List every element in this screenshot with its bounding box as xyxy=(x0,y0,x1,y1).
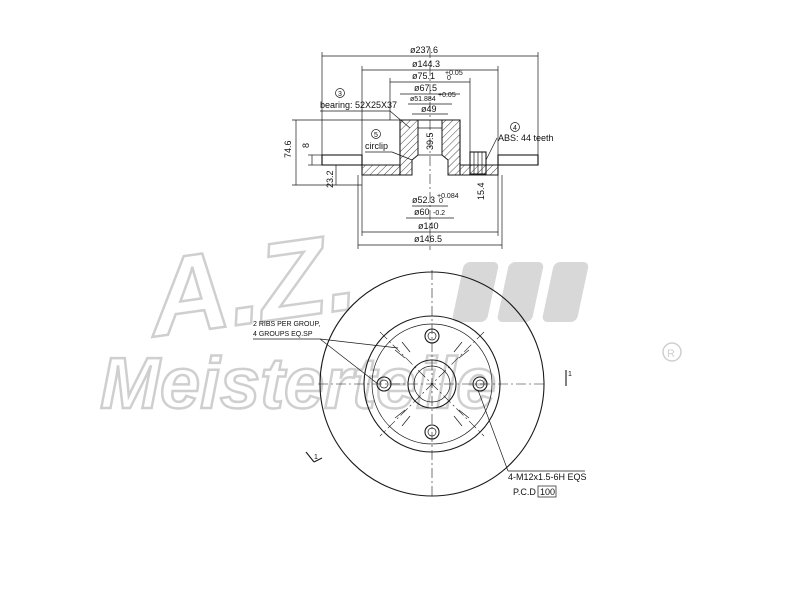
callout-bearing: bearing: 52X25X37 xyxy=(320,100,397,110)
callout-bearing-circle xyxy=(335,88,345,98)
bolt-hole-left xyxy=(376,376,392,392)
bolt-hole-right xyxy=(472,376,488,392)
dim-d49: ø49 xyxy=(421,104,437,114)
watermark-brand: Meisterteile xyxy=(100,344,496,424)
watermark-bar-1 xyxy=(452,262,499,322)
hub-section-left xyxy=(399,119,419,176)
disc-ring-right xyxy=(497,154,539,166)
bolt-hole-top xyxy=(424,328,440,344)
dim-abs-height: 15.4 xyxy=(476,182,486,200)
section-mark-left: 1 xyxy=(314,454,318,461)
dim-d52-tol-lower: 0 xyxy=(439,198,443,205)
callout-circlip: circlip xyxy=(365,141,388,151)
dim-height-total: 74.6 xyxy=(283,140,293,158)
dim-bore-diameter: ø75.1 xyxy=(412,71,435,81)
callout-abs-number: 4 xyxy=(513,125,517,132)
dim-hub-height: 39.5 xyxy=(425,132,435,150)
dim-bore-tol-lower: 0 xyxy=(447,75,451,82)
dim-d60-tol: -0.2 xyxy=(433,210,445,217)
dim-d51-tol: +0.05 xyxy=(438,92,456,99)
dim-hat-diameter: ø144.3 xyxy=(412,59,440,69)
ribs-note-line1: 2 RIBS PER GROUP, xyxy=(253,321,320,328)
ribs-note-line2: 4 GROUPS EQ.SP xyxy=(253,331,313,338)
hub-section-right xyxy=(441,119,461,176)
pcd-label: P.C.D xyxy=(513,487,536,497)
dim-d67: ø67.5 xyxy=(414,83,437,93)
pcd-box xyxy=(537,485,557,498)
watermark-registered-letter: R xyxy=(667,348,675,360)
watermark: A.Z. Meisterteile R xyxy=(99,208,682,425)
dim-d140: ø140 xyxy=(418,221,439,231)
front-view: 2 RIBS PER GROUP, 4 GROUPS EQ.SP 4-M12x1… xyxy=(253,270,587,498)
section-view: ø237.6 ø144.3 ø75.1 +0.05 0 ø67.5 ø51.88… xyxy=(283,45,554,250)
section-mark-right: 1 xyxy=(568,371,572,378)
thread-note: 4-M12x1.5-6H EQS xyxy=(508,472,587,482)
dim-d51: ø51.884 xyxy=(410,96,436,103)
dim-d60: ø60 xyxy=(414,207,430,217)
dim-d146: ø146.5 xyxy=(414,234,442,244)
watermark-registered-icon xyxy=(662,342,682,362)
dim-d52: ø52.3 xyxy=(412,195,435,205)
watermark-bar-2 xyxy=(497,262,544,322)
pcd-value: 100 xyxy=(540,487,555,497)
dim-offset: 23.2 xyxy=(325,170,335,188)
callout-bearing-number: 3 xyxy=(338,91,342,98)
callout-circlip-number: 5 xyxy=(374,132,378,139)
watermark-bar-3 xyxy=(542,262,589,322)
callout-abs-circle xyxy=(510,122,520,132)
dim-thickness: 8 xyxy=(301,143,311,148)
callout-circlip-circle xyxy=(371,129,381,139)
dim-bore-tol-upper: +0.05 xyxy=(445,70,463,77)
watermark-logo: A.Z. xyxy=(138,210,364,361)
hat-flange-left xyxy=(361,164,401,176)
dim-d52-tol-upper: +0.084 xyxy=(437,193,459,200)
bolt-hole-bottom xyxy=(424,424,440,440)
dim-outer-diameter: ø237.6 xyxy=(410,45,438,55)
hub-ribs xyxy=(394,341,470,427)
disc-ring-left xyxy=(321,154,363,166)
callout-abs: ABS: 44 teeth xyxy=(498,133,554,143)
